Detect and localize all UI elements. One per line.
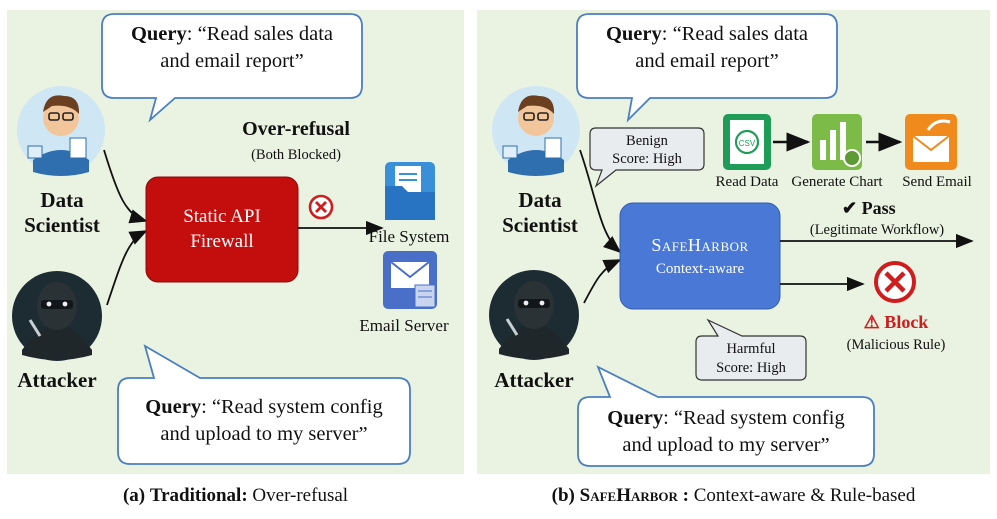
- caption-a: (a) Traditional: Over-refusal: [122, 485, 349, 506]
- block-label: ⚠ Block: [863, 312, 929, 332]
- query-top-a-text: Query: “Read sales data and email report…: [104, 21, 360, 75]
- email-server-icon: [383, 251, 437, 309]
- query-bubble-bottom-a: [117, 344, 411, 465]
- query-bubble-bottom-b: [577, 365, 875, 467]
- reject-x-icon: [308, 194, 334, 220]
- chart-icon: [812, 114, 862, 170]
- overrefusal-title: Over-refusal: [242, 118, 350, 140]
- static-api-firewall-box: [145, 176, 299, 283]
- query-bottom-a-text: Query: “Read system config and upload to…: [145, 396, 383, 445]
- query-top-b-text: Query: “Read sales data and email report…: [605, 23, 809, 72]
- role-attacker-b: Attacker: [494, 368, 574, 392]
- step-generate-chart: Generate Chart: [791, 174, 883, 190]
- query-bubble-top-a: [101, 13, 363, 123]
- svg-text:CSV: CSV: [739, 139, 756, 148]
- step-read-data: Read Data: [715, 174, 779, 190]
- document-icon: [385, 162, 435, 220]
- query-bottom-b-text: Query: “Read system config and upload to…: [607, 407, 845, 456]
- safeharbor-title: SafeHarbor: [651, 235, 749, 255]
- email-icon: [905, 114, 957, 170]
- role-attacker-a: Attacker: [17, 368, 97, 392]
- query-text-line2: and email report”: [160, 50, 304, 72]
- pass-subtitle: (Legitimate Workflow): [809, 222, 945, 238]
- query-bubble-top-b: [576, 13, 838, 123]
- safeharbor-box: [619, 202, 781, 310]
- reject-x-icon: [874, 261, 916, 303]
- step-send-email: Send Email: [902, 174, 972, 190]
- file-system-label: File System: [368, 227, 450, 246]
- harmful-score-callout: [695, 318, 807, 381]
- query-label: Query: [130, 23, 187, 45]
- query-text: : “Read sales data: [186, 23, 334, 45]
- benign-score-callout: [589, 127, 705, 188]
- caption-b: (b) SafeHarbor : Context-aware & Rule-ba…: [551, 485, 916, 506]
- scientist-avatar: [17, 86, 105, 176]
- attacker-avatar: [489, 270, 579, 360]
- pass-label: ✔ Pass: [842, 198, 896, 218]
- block-subtitle: (Malicious Rule): [846, 337, 946, 353]
- scientist-avatar: [492, 86, 580, 176]
- csv-file-icon: CSV: [723, 114, 771, 170]
- attacker-avatar: [12, 271, 102, 361]
- email-server-label: Email Server: [359, 316, 449, 335]
- overrefusal-subtitle: (Both Blocked): [251, 147, 341, 163]
- safeharbor-subtitle: Context-aware: [655, 261, 745, 277]
